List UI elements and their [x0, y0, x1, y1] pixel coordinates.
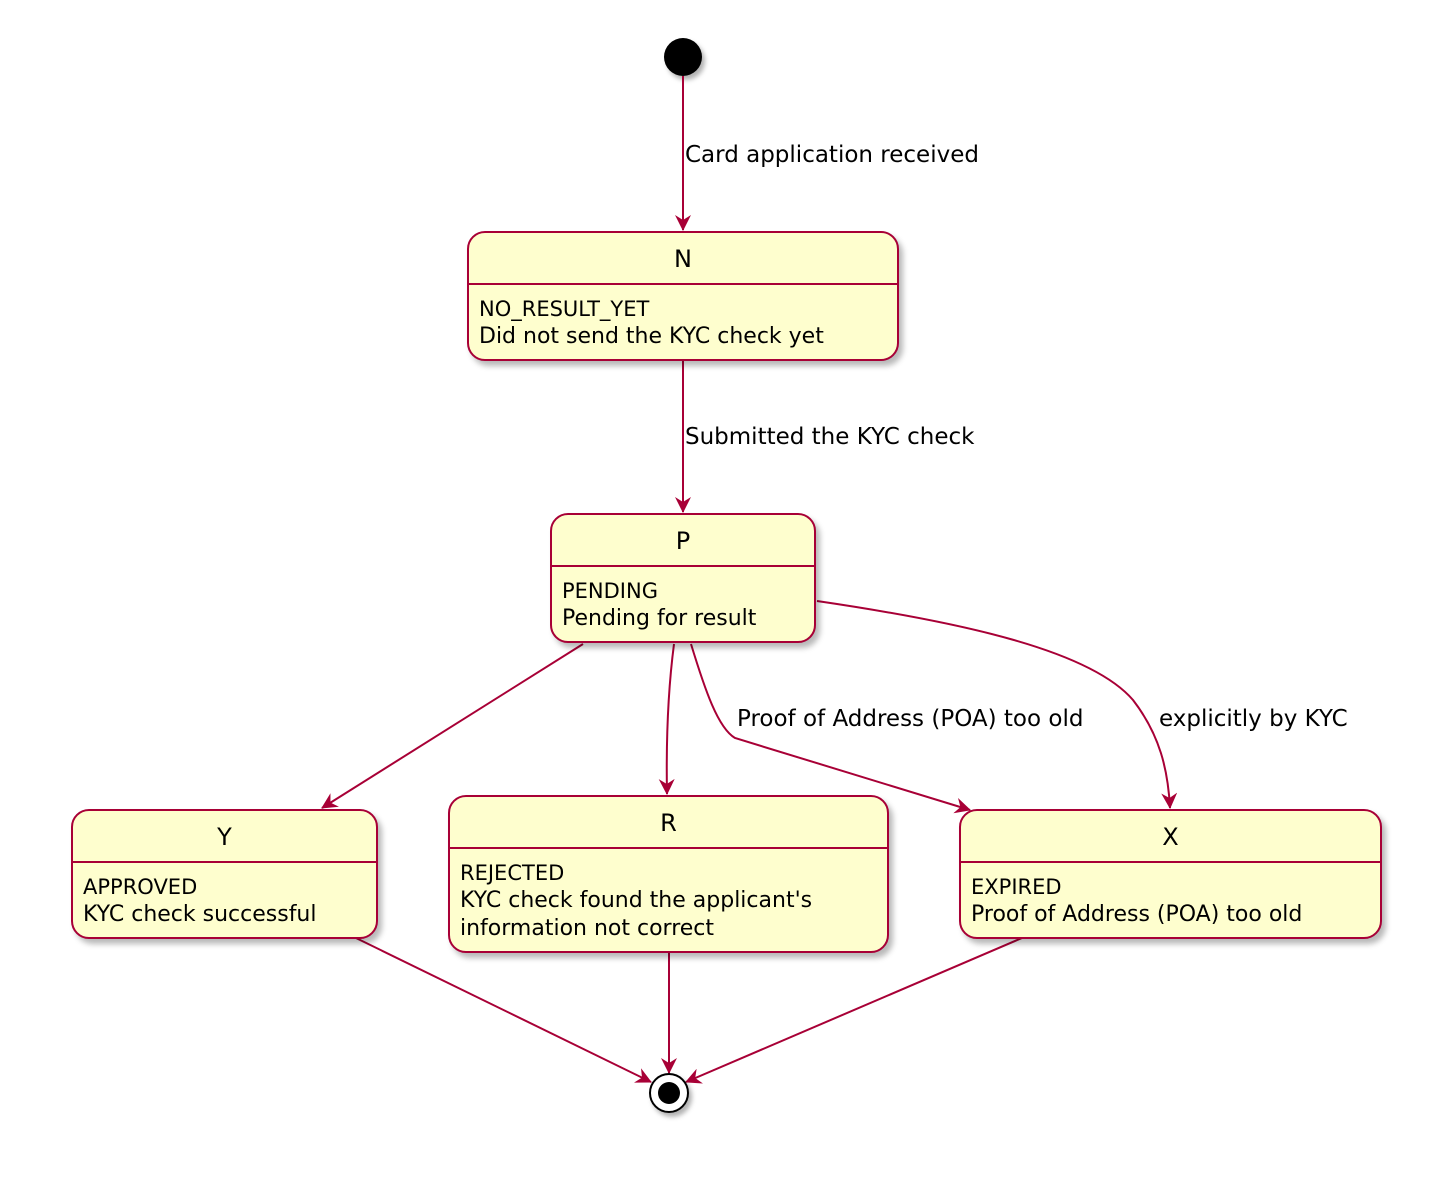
state-r: R REJECTED KYC check found the applicant…	[448, 795, 889, 953]
state-p-code: PENDING	[562, 579, 658, 603]
edge-p-to-y	[321, 643, 584, 809]
state-y-name: Y	[73, 811, 376, 863]
state-x-name: X	[961, 811, 1380, 863]
state-n-code: NO_RESULT_YET	[479, 297, 650, 321]
edge-y-to-end	[355, 937, 652, 1083]
state-p-description: Pending for result	[562, 606, 757, 631]
state-p: P PENDING Pending for result	[550, 513, 816, 643]
edge-p-to-r	[658, 643, 675, 795]
edge-p-to-x-poa	[690, 643, 971, 814]
state-y-code: APPROVED	[83, 875, 198, 899]
state-p-name: P	[552, 515, 814, 567]
state-p-body: PENDING Pending for result	[552, 567, 814, 633]
edge-p-to-x-kyc	[816, 600, 1178, 809]
initial-state-dot	[664, 38, 702, 76]
state-r-body: REJECTED KYC check found the applicant's…	[450, 849, 887, 943]
edge-label-poa-too-old: Proof of Address (POA) too old	[737, 706, 1084, 732]
state-r-name: R	[450, 797, 887, 849]
edge-label-explicitly-by-kyc: explicitly by KYC	[1159, 706, 1348, 732]
state-x-code: EXPIRED	[971, 875, 1062, 899]
state-n-name: N	[469, 233, 897, 285]
state-x: X EXPIRED Proof of Address (POA) too old	[959, 809, 1382, 939]
final-state-bullseye	[649, 1073, 689, 1113]
state-n: N NO_RESULT_YET Did not send the KYC che…	[467, 231, 899, 361]
state-n-description: Did not send the KYC check yet	[479, 324, 824, 349]
state-x-description: Proof of Address (POA) too old	[971, 902, 1303, 927]
state-y: Y APPROVED KYC check successful	[71, 809, 378, 939]
state-r-code: REJECTED	[460, 861, 565, 885]
state-y-description: KYC check successful	[83, 902, 317, 927]
edge-x-to-end	[685, 937, 1023, 1084]
edge-label-submitted-kyc-check: Submitted the KYC check	[685, 424, 975, 450]
state-r-description: KYC check found the applicant's informat…	[460, 888, 813, 941]
state-x-body: EXPIRED Proof of Address (POA) too old	[961, 863, 1380, 929]
edge-label-card-application-received: Card application received	[685, 142, 979, 168]
state-y-body: APPROVED KYC check successful	[73, 863, 376, 929]
state-n-body: NO_RESULT_YET Did not send the KYC check…	[469, 285, 897, 351]
